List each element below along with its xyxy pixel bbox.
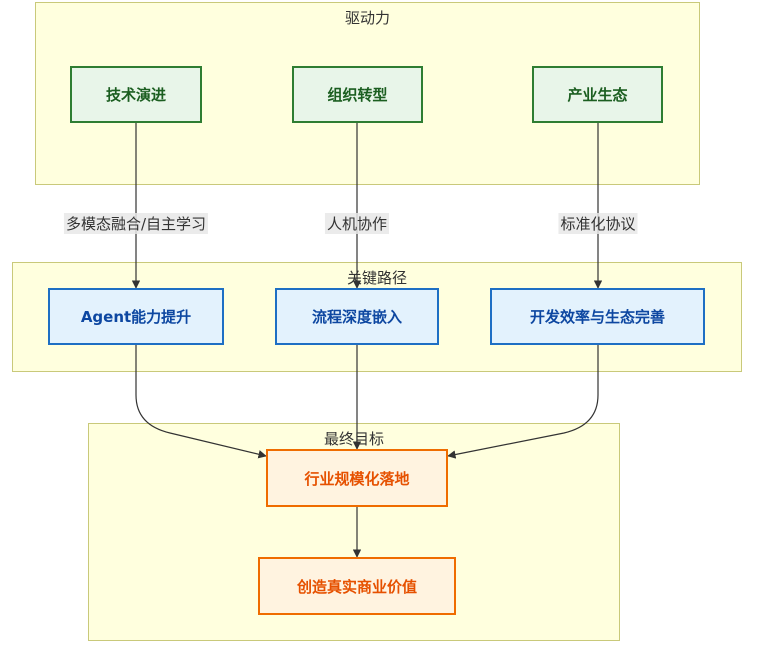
edge-agent-to-scale	[135, 345, 267, 459]
key-paths-group-title: 关键路径	[346, 269, 407, 287]
node-industry-scale-landing[interactable]: 行业规模化落地	[266, 449, 448, 507]
edge-label-industry-efficiency: 标准化协议	[558, 213, 638, 234]
node-agent-capability[interactable]: Agent能力提升	[48, 288, 224, 345]
node-industry-ecosystem[interactable]: 产业生态	[532, 66, 663, 123]
drivers-group-title: 驱动力	[344, 9, 390, 27]
node-org-transformation[interactable]: 组织转型	[292, 66, 423, 123]
final-goals-group-title: 最终目标	[323, 430, 384, 448]
node-efficiency-ecosystem[interactable]: 开发效率与生态完善	[490, 288, 705, 345]
edge-label-tech-agent: 多模态融合/自主学习	[63, 213, 209, 234]
edge-efficiency-to-scale	[447, 345, 599, 459]
node-business-value[interactable]: 创造真实商业价值	[258, 557, 456, 615]
node-process-embedding[interactable]: 流程深度嵌入	[275, 288, 439, 345]
edge-label-org-process: 人机协作	[324, 213, 390, 234]
node-tech-evolution[interactable]: 技术演进	[70, 66, 202, 123]
